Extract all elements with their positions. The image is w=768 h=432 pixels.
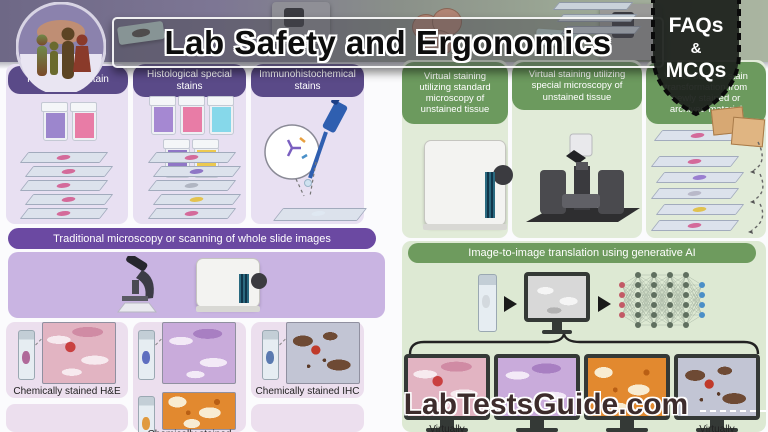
- brace-icon: [408, 333, 760, 355]
- slide-icon: [19, 180, 109, 191]
- badge-amp: &: [690, 40, 702, 57]
- slide-scanner-icon: [195, 258, 267, 312]
- header-label: Virtual staining utilizing special micro…: [528, 69, 626, 103]
- he-stained-image: [42, 322, 116, 384]
- virtual-special-monitor: [494, 354, 580, 420]
- arrow-right-icon: [598, 296, 611, 312]
- special-stained-image: [162, 322, 236, 384]
- header-label: Virtual staining utilizing standard micr…: [419, 70, 491, 116]
- monitor-stand: [620, 420, 634, 429]
- header-virtual-special: Virtual staining utilizing special micro…: [512, 62, 642, 110]
- header-label: Histological special stains: [146, 68, 233, 92]
- stain-jar-icon: [148, 96, 176, 135]
- slide-icon: [147, 180, 237, 191]
- slide-icon: [152, 194, 242, 205]
- slide-icon: [147, 208, 237, 219]
- badge-faqs: FAQs: [668, 14, 724, 37]
- slide-stack-special: [147, 152, 252, 224]
- stain-jar-icon: [177, 96, 205, 135]
- autofluorescence-monitor: [524, 272, 590, 322]
- caption-virtually-left: Virtually: [429, 424, 465, 432]
- slide-icon: [19, 208, 109, 219]
- specimen-tube-icon: [18, 330, 35, 380]
- whole-slide-scanner-icon: [423, 140, 513, 230]
- traditional-microscopy-banner: Traditional microscopy or scanning of wh…: [8, 228, 376, 249]
- title-banner: Lab Safety and Ergonomics: [112, 17, 664, 68]
- slide-stack-he: [19, 152, 124, 224]
- virtual-special2-monitor: [584, 354, 670, 420]
- slide-icon: [24, 194, 114, 205]
- specimen-tube-icon: [262, 330, 279, 380]
- specimen-tube-icon: [138, 396, 155, 432]
- monitor-stand: [710, 420, 724, 429]
- unstained-slide-icon: [478, 274, 497, 332]
- tissue-sample-icon: [408, 6, 468, 58]
- monitor-stand: [530, 420, 544, 429]
- header-ihc: Immunohistochemical stains: [251, 64, 364, 97]
- slide-icon: [147, 152, 237, 163]
- monitor-base: [606, 428, 648, 432]
- monitor-base: [696, 428, 738, 432]
- monitor-stand: [552, 322, 562, 330]
- specimen-tube-icon: [138, 330, 155, 380]
- caption-ihc: Chemically stained IHC: [255, 386, 360, 397]
- monitor-base: [426, 428, 468, 432]
- header-label: Immunohistochemical stains: [259, 68, 356, 92]
- caption-special: Chemically stained: [133, 429, 246, 432]
- virtual-ihc-monitor: [674, 354, 760, 420]
- dashed-arrows-icon: [748, 141, 764, 234]
- caption-virtually-right: Virtually: [699, 424, 735, 432]
- result-panel-ihc-next: [251, 404, 364, 432]
- faq-mcq-shield: [651, 0, 741, 117]
- strip-shadow: [0, 62, 768, 69]
- stain-jars-he: [30, 102, 110, 145]
- labtestsguide-logo: [16, 2, 106, 92]
- stain-jar-icon: [70, 102, 97, 141]
- neural-network-icon: [619, 272, 705, 328]
- dashed-divider: [700, 410, 766, 412]
- monitor-base: [542, 330, 572, 334]
- monitor-stand: [440, 420, 454, 429]
- badge-mcqs: MCQs: [665, 59, 727, 82]
- generative-ai-banner: Image-to-image translation using generat…: [408, 243, 756, 263]
- slide-icon: [24, 166, 114, 177]
- faq-mcq-badge: FAQs & MCQs: [645, 0, 747, 83]
- stain-jar-icon: [41, 102, 68, 141]
- slide-icon: [650, 188, 740, 199]
- slide-icon: [152, 166, 242, 177]
- virtual-he-monitor: [404, 354, 490, 420]
- slide-icon: [552, 2, 634, 10]
- header-special-stains: Histological special stains: [133, 64, 246, 97]
- special-microscope-icon: [526, 133, 640, 222]
- monitor-base: [516, 428, 558, 432]
- slide-icon: [650, 156, 740, 167]
- page-title: Lab Safety and Ergonomics: [164, 23, 612, 61]
- microscope-icon: [116, 256, 158, 313]
- stain-jar-icon: [206, 96, 234, 135]
- header-virtual-standard: Virtual staining utilizing standard micr…: [402, 62, 508, 124]
- watermark: LabTestsGuide.com: [403, 388, 689, 421]
- caption-he: Chemically stained H&E: [13, 386, 121, 397]
- pipette-antibody-icon: [264, 100, 348, 197]
- slide-icon: [19, 152, 109, 163]
- slide-icon: [650, 220, 740, 231]
- banner-label: Traditional microscopy or scanning of wh…: [53, 232, 331, 245]
- result-panel-he-next: [6, 404, 128, 432]
- banner-label: Image-to-image translation using generat…: [468, 247, 696, 259]
- ihc-stained-image: [286, 322, 360, 384]
- special-stained-image-2: [162, 392, 236, 430]
- slide-icon: [272, 208, 368, 221]
- arrow-right-icon: [504, 296, 517, 312]
